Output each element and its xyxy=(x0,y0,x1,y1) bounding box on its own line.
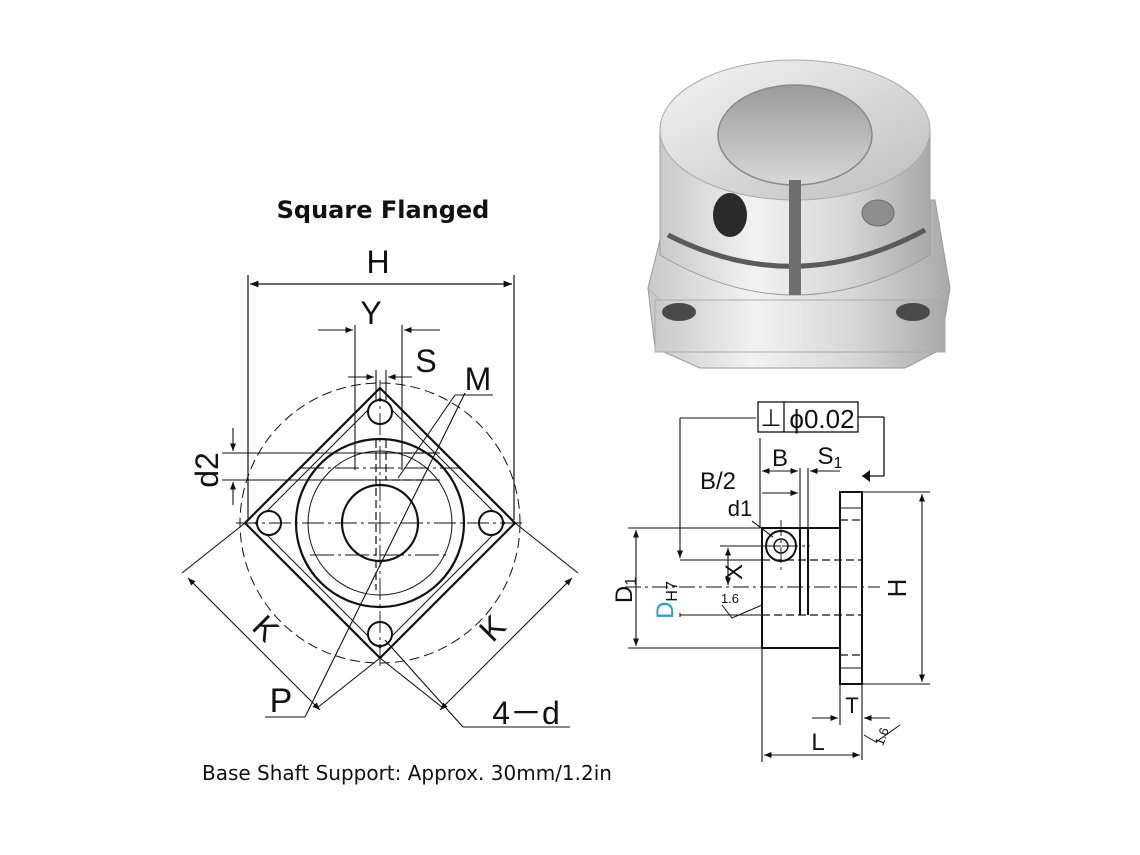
label-d2: d2 xyxy=(189,452,225,488)
label-l: L xyxy=(811,729,824,756)
label-s1: S1 xyxy=(818,443,843,472)
flange-inner-lines xyxy=(840,507,862,669)
hidden-bore-lines xyxy=(762,519,862,656)
side-view: ⊥ ϕ0.02 xyxy=(611,401,930,762)
label-4d: 4－d xyxy=(492,695,560,731)
center-lines xyxy=(236,380,524,668)
label-b-half: B/2 xyxy=(700,468,736,495)
dimension-k-left xyxy=(181,522,381,711)
label-d1-outer: D1 xyxy=(611,577,640,603)
dimension-y xyxy=(318,325,440,470)
product-photo xyxy=(647,59,951,369)
photo-mount-hole-right xyxy=(896,303,930,321)
tolerance-value: ϕ0.02 xyxy=(789,404,854,434)
dimension-b-s1 xyxy=(759,438,840,528)
photo-bore xyxy=(717,84,873,186)
label-m: M xyxy=(465,361,492,397)
label-h: H xyxy=(366,244,389,280)
label-p: P xyxy=(270,682,293,720)
label-k-right: K xyxy=(472,608,513,649)
perpendicularity-symbol: ⊥ xyxy=(761,405,782,432)
leader-m xyxy=(397,394,493,479)
label-dh7: DH7 xyxy=(652,581,681,619)
dimension-t xyxy=(812,684,890,760)
label-d1: d1 xyxy=(728,496,752,521)
diagram-title: Square Flanged xyxy=(277,196,490,224)
leader-4d xyxy=(384,639,570,728)
label-x: X xyxy=(721,564,748,580)
dimension-dh7 xyxy=(676,417,762,617)
side-part-outline xyxy=(761,491,863,685)
label-h-side: H xyxy=(882,579,912,598)
dimension-d2 xyxy=(222,428,440,505)
leader-p xyxy=(265,392,466,718)
label-roughness-1: 1.6 xyxy=(721,591,739,606)
caption: Base Shaft Support: Approx. 30mm/1.2in xyxy=(202,761,612,785)
photo-mount-hole-left xyxy=(662,303,696,321)
dimension-d1 xyxy=(628,527,762,649)
dimension-x xyxy=(720,545,781,585)
slot-lines xyxy=(300,467,460,556)
dimension-l xyxy=(761,648,860,762)
label-t: T xyxy=(845,693,858,718)
roughness-symbol-1 xyxy=(721,604,763,619)
photo-clamp-screw xyxy=(713,193,747,237)
dimension-h-top xyxy=(247,275,515,520)
label-k-left: K xyxy=(246,608,287,649)
roughness-symbol-2 xyxy=(863,724,901,743)
label-b: B xyxy=(772,445,788,472)
dimension-h-side xyxy=(862,491,930,685)
front-view: Square Flanged H Y S M xyxy=(181,196,579,731)
label-y: Y xyxy=(360,295,381,331)
datum-triangle xyxy=(862,470,870,482)
label-roughness-2: 1.6 xyxy=(872,725,892,747)
dimension-k-right xyxy=(379,522,579,711)
hidden-clamp-lines xyxy=(375,440,440,590)
side-center-lines xyxy=(625,520,880,588)
label-s: S xyxy=(415,343,436,379)
